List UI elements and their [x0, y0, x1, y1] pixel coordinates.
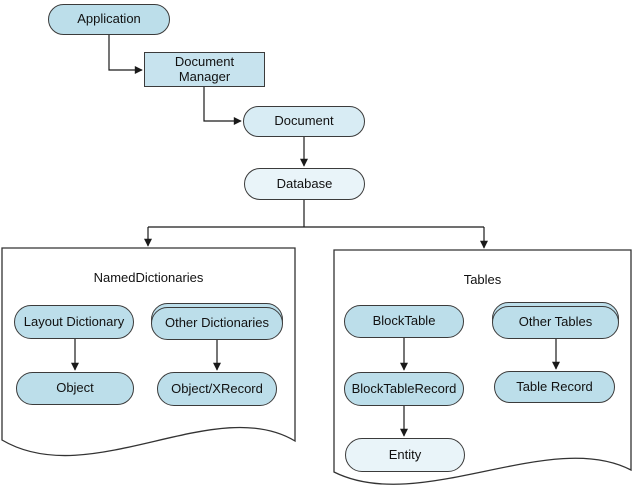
node-block-table: BlockTable [344, 305, 464, 338]
node-database: Database [244, 168, 365, 200]
node-block-table-label: BlockTable [372, 313, 436, 329]
node-block-table-record-label: BlockTableRecord [351, 380, 457, 396]
node-object: Object [16, 372, 134, 405]
node-block-table-record: BlockTableRecord [344, 372, 464, 406]
node-entity-label: Entity [388, 446, 422, 462]
node-other-dictionaries: Other Dictionaries [151, 307, 283, 340]
node-document: Document [243, 106, 365, 137]
edge-application-to-document-manager [108, 34, 143, 74]
node-layout-dictionary: Layout Dictionary [14, 305, 134, 339]
node-other-tables: Other Tables [492, 306, 619, 339]
node-object-label: Object [56, 380, 94, 396]
node-database-label: Database [276, 175, 333, 191]
named-dictionaries-label: NamedDictionaries [93, 270, 204, 285]
node-object-xrecord-label: Object/XRecord [171, 380, 263, 396]
node-layout-dictionary-label: Layout Dictionary [23, 313, 125, 329]
tables-label: Tables [463, 272, 502, 287]
node-application-label: Application [77, 11, 141, 27]
edge-document-manager-to-document [203, 87, 242, 125]
node-entity: Entity [345, 438, 465, 472]
node-object-xrecord: Object/XRecord [157, 372, 277, 406]
node-table-record-label: Table Record [516, 378, 593, 394]
node-application: Application [48, 4, 170, 35]
node-other-tables-label: Other Tables [518, 314, 593, 330]
node-document-manager-label: Document Manager [174, 53, 235, 84]
node-table-record: Table Record [494, 371, 615, 403]
node-document-label: Document [274, 113, 334, 129]
node-document-manager: Document Manager [144, 52, 265, 87]
node-other-dictionaries-label: Other Dictionaries [164, 315, 270, 331]
